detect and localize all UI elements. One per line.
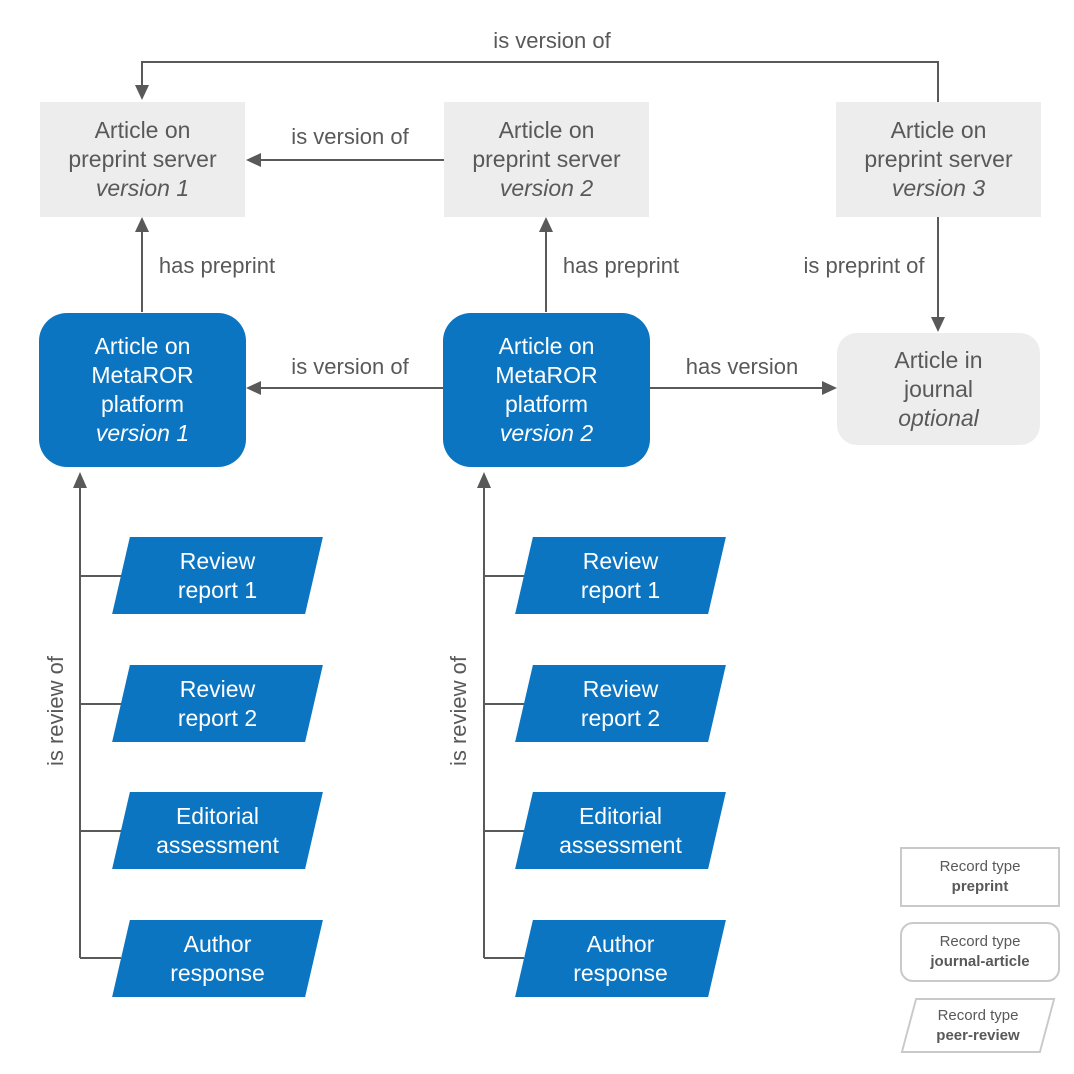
node-article-preprint-server-v3: Article on preprint server version 3 bbox=[836, 102, 1041, 217]
node-line: Review bbox=[582, 547, 659, 574]
node-line: version 3 bbox=[891, 175, 986, 201]
edge-label-is-version-of-preprints: is version of bbox=[291, 124, 409, 149]
node-line: journal bbox=[903, 375, 974, 402]
legend-item-peer-review: Record type peer-review bbox=[900, 998, 1056, 1053]
edge-label-has-preprint-1: has preprint bbox=[158, 253, 276, 278]
node-line: Editorial bbox=[175, 802, 260, 829]
arrowhead-has-preprint-2 bbox=[539, 217, 553, 232]
node-line: Article in bbox=[894, 346, 983, 373]
node-line: Review bbox=[582, 675, 659, 702]
node-line: report 1 bbox=[580, 576, 661, 603]
legend-item-journal-article: Record type journal-article bbox=[900, 922, 1060, 982]
node-line: version 1 bbox=[95, 420, 190, 446]
node-article-preprint-server-v1: Article on preprint server version 1 bbox=[40, 102, 245, 217]
node-line: report 2 bbox=[177, 704, 258, 731]
node-line: Article on bbox=[94, 117, 191, 143]
node-line: Review bbox=[179, 675, 256, 702]
node-line: version 2 bbox=[499, 420, 594, 446]
node-line: report 2 bbox=[580, 704, 661, 731]
legend-record-type: peer-review bbox=[936, 1026, 1020, 1044]
node-line: version 1 bbox=[95, 175, 190, 201]
legend-record-type: journal-article bbox=[930, 953, 1030, 970]
node-line: Article on bbox=[498, 117, 595, 143]
node-line: preprint server bbox=[864, 146, 1013, 172]
node-article-metaror-v1: Article on MetaROR platform version 1 bbox=[39, 313, 246, 467]
edge-label-is-preprint-of: is preprint of bbox=[803, 253, 925, 278]
node-line: preprint server bbox=[68, 146, 217, 172]
node-review-report-2-col2: Review report 2 bbox=[515, 665, 726, 742]
node-article-metaror-v2: Article on MetaROR platform version 2 bbox=[443, 313, 650, 467]
arrowhead-v2-to-v1 bbox=[246, 153, 261, 167]
node-author-response-col1: Author response bbox=[112, 920, 323, 997]
edge-label-is-version-of-top: is version of bbox=[493, 28, 611, 53]
edge-label-is-review-of-1: is review of bbox=[43, 655, 68, 767]
node-line: MetaROR bbox=[91, 362, 194, 388]
arrowhead-has-preprint-1 bbox=[135, 217, 149, 232]
node-line: platform bbox=[100, 391, 185, 417]
edge-preprint-v3-to-v1 bbox=[141, 61, 939, 102]
node-line: Article on bbox=[94, 333, 191, 359]
node-line: optional bbox=[898, 404, 979, 431]
node-line: MetaROR bbox=[495, 362, 598, 388]
arrowhead-into-preprint-v1-top bbox=[135, 85, 149, 100]
node-line: assessment bbox=[559, 831, 682, 858]
legend-item-preprint: Record type preprint bbox=[900, 847, 1060, 907]
legend-line: Record type bbox=[937, 1006, 1019, 1024]
node-line: Article on bbox=[498, 333, 595, 359]
arrowhead-review-trunk-2 bbox=[477, 472, 491, 488]
node-article-in-journal: Article in journal optional bbox=[837, 333, 1040, 445]
node-line: response bbox=[573, 959, 668, 986]
node-review-report-1-col1: Review report 1 bbox=[112, 537, 323, 614]
edge-label-is-review-of-2: is review of bbox=[446, 655, 471, 767]
arrowhead-metaror-v2-to-v1 bbox=[246, 381, 261, 395]
edge-label-has-version: has version bbox=[685, 354, 799, 379]
node-review-report-2-col1: Review report 2 bbox=[112, 665, 323, 742]
node-line: platform bbox=[504, 391, 589, 417]
edge-label-is-version-of-metaror: is version of bbox=[291, 354, 409, 379]
node-author-response-col2: Author response bbox=[515, 920, 726, 997]
edge-label-has-preprint-2: has preprint bbox=[562, 253, 680, 278]
node-review-report-1-col2: Review report 1 bbox=[515, 537, 726, 614]
legend-record-type: preprint bbox=[951, 878, 1009, 895]
node-line: Author bbox=[586, 930, 655, 957]
node-line: assessment bbox=[156, 831, 279, 858]
node-line: preprint server bbox=[472, 146, 621, 172]
legend-line: Record type bbox=[939, 933, 1021, 950]
node-editorial-assessment-col2: Editorial assessment bbox=[515, 792, 726, 869]
node-line: Article on bbox=[890, 117, 987, 143]
node-line: Author bbox=[183, 930, 252, 957]
arrowhead-is-preprint-of bbox=[931, 317, 945, 332]
arrowhead-review-trunk-1 bbox=[73, 472, 87, 488]
node-line: response bbox=[170, 959, 265, 986]
node-line: report 1 bbox=[177, 576, 258, 603]
node-line: Editorial bbox=[578, 802, 663, 829]
node-article-preprint-server-v2: Article on preprint server version 2 bbox=[444, 102, 649, 217]
node-line: version 2 bbox=[499, 175, 594, 201]
arrowhead-has-version bbox=[822, 381, 837, 395]
legend-line: Record type bbox=[939, 858, 1021, 875]
node-line: Review bbox=[179, 547, 256, 574]
node-editorial-assessment-col1: Editorial assessment bbox=[112, 792, 323, 869]
